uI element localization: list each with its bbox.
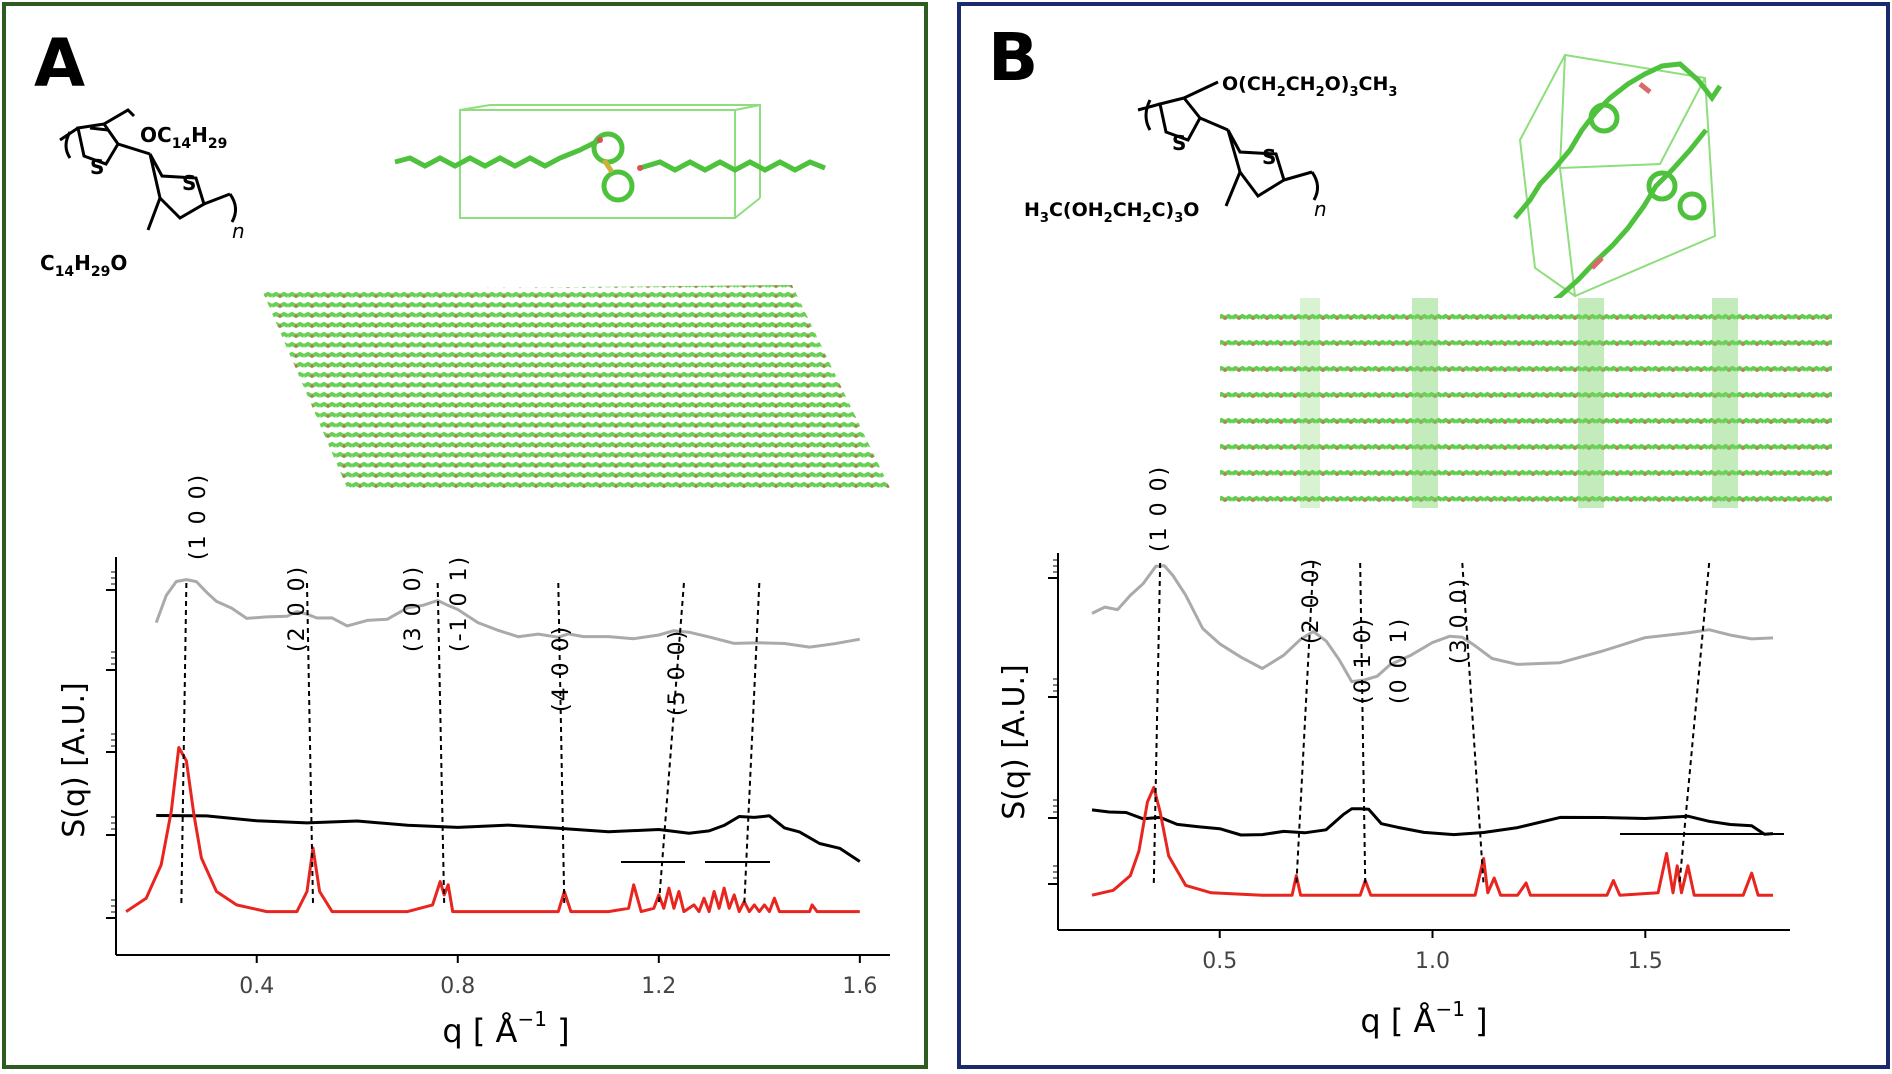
x-tick-label: 1.6 [842,974,877,999]
chart-b-series [1091,564,1774,897]
formula-b-n: n [1314,197,1327,221]
panel-a-border [2,2,928,1069]
chart-a-ylabel: S(q) [A.U.] [57,682,92,837]
chart-a-xlabel: q [ Å−1 ] [442,1007,569,1050]
chart-a-peak-label-m101: (-1 0 1) [447,555,472,652]
chart-a-series [125,578,861,914]
chart-a: 0.4 0.8 1.2 1.6 (1 0 0) (2 0 0) (3 0 0) (-1… [57,473,890,1050]
series-line-red [1091,785,1773,897]
chart-b-peak-label-200: (2 0 0) [1299,557,1324,644]
x-tick-label: 1.2 [641,974,676,999]
chart-b-ylabel: S(q) [A.U.] [997,664,1032,819]
peak-connector [743,582,761,906]
formula-a-top-substituent: OC14H29 [140,123,227,152]
chart-a-y-ticks [106,571,116,919]
chart-b: 0.5 1.0 1.5 (1 0 0) (2 0 0) (0 1 0) (0 0 1… [997,465,1790,1040]
peak-connector [1678,562,1711,886]
formula-b-bottom-substituent: H3C(OH2CH2C)3O [1024,199,1199,226]
series-line-black [1091,807,1774,837]
panel-a-chemical-structure [59,108,237,231]
formula-b-s1: S [1172,131,1186,155]
chart-b-y-ticks [1048,559,1058,885]
series-line-gray [154,578,861,649]
peak-connector [1359,562,1367,886]
chart-a-peak-label-100: (1 0 0) [186,473,211,560]
x-tick-label: 0.8 [440,974,475,999]
x-tick-label: 1.5 [1628,949,1663,974]
panel-b-chemical-structure [1137,80,1319,207]
peak-connector [1152,562,1162,886]
chart-b-xlabel: q [ Å−1 ] [1360,997,1487,1040]
formula-a-n: n [232,219,245,243]
panel-a-molecular-packing [262,285,890,490]
panel-a-letter: A [34,25,85,102]
formula-a-s2: S [182,171,196,195]
chart-b-peak-label-100: (1 0 0) [1147,465,1172,552]
chart-b-peak-label-010: (0 1 0) [1351,617,1376,704]
chart-a-peak-label-200: (2 0 0) [285,565,310,652]
chart-b-peak-label-300: (3 0 0) [1447,577,1472,664]
chart-a-peak-label-500: (5 0 0) [665,629,690,716]
panel-b-letter: B [988,19,1038,96]
chart-b-peak-lines [1152,562,1711,886]
series-line-red [125,746,860,914]
formula-a-s1: S [90,155,104,179]
chart-b-peak-label-001: (0 0 1) [1387,617,1412,704]
formula-b-top-substituent: O(CH2CH2O)3CH3 [1222,73,1397,100]
peak-connector [436,582,446,906]
panel-b-border [957,2,1890,1069]
x-tick-label: 1.0 [1415,949,1450,974]
x-tick-label: 0.5 [1202,949,1237,974]
series-line-gray [1091,564,1774,684]
chart-b-x-ticks: 0.5 1.0 1.5 [1202,930,1663,974]
panel-b-molecular-packing [1220,298,1832,508]
chart-a-x-ticks: 0.4 0.8 1.2 1.6 [239,955,877,999]
panel-b-unit-cell [1513,53,1723,313]
chart-a-peak-label-400: (4 0 0) [549,625,574,712]
panel-a-unit-cell [394,104,826,219]
x-tick-label: 0.4 [239,974,274,999]
peak-connector [180,582,188,906]
series-line-black [156,814,861,863]
formula-b-s2: S [1262,145,1276,169]
chart-a-peak-label-300: (3 0 0) [401,565,426,652]
formula-a-bottom-substituent: C14H29O [40,251,127,280]
